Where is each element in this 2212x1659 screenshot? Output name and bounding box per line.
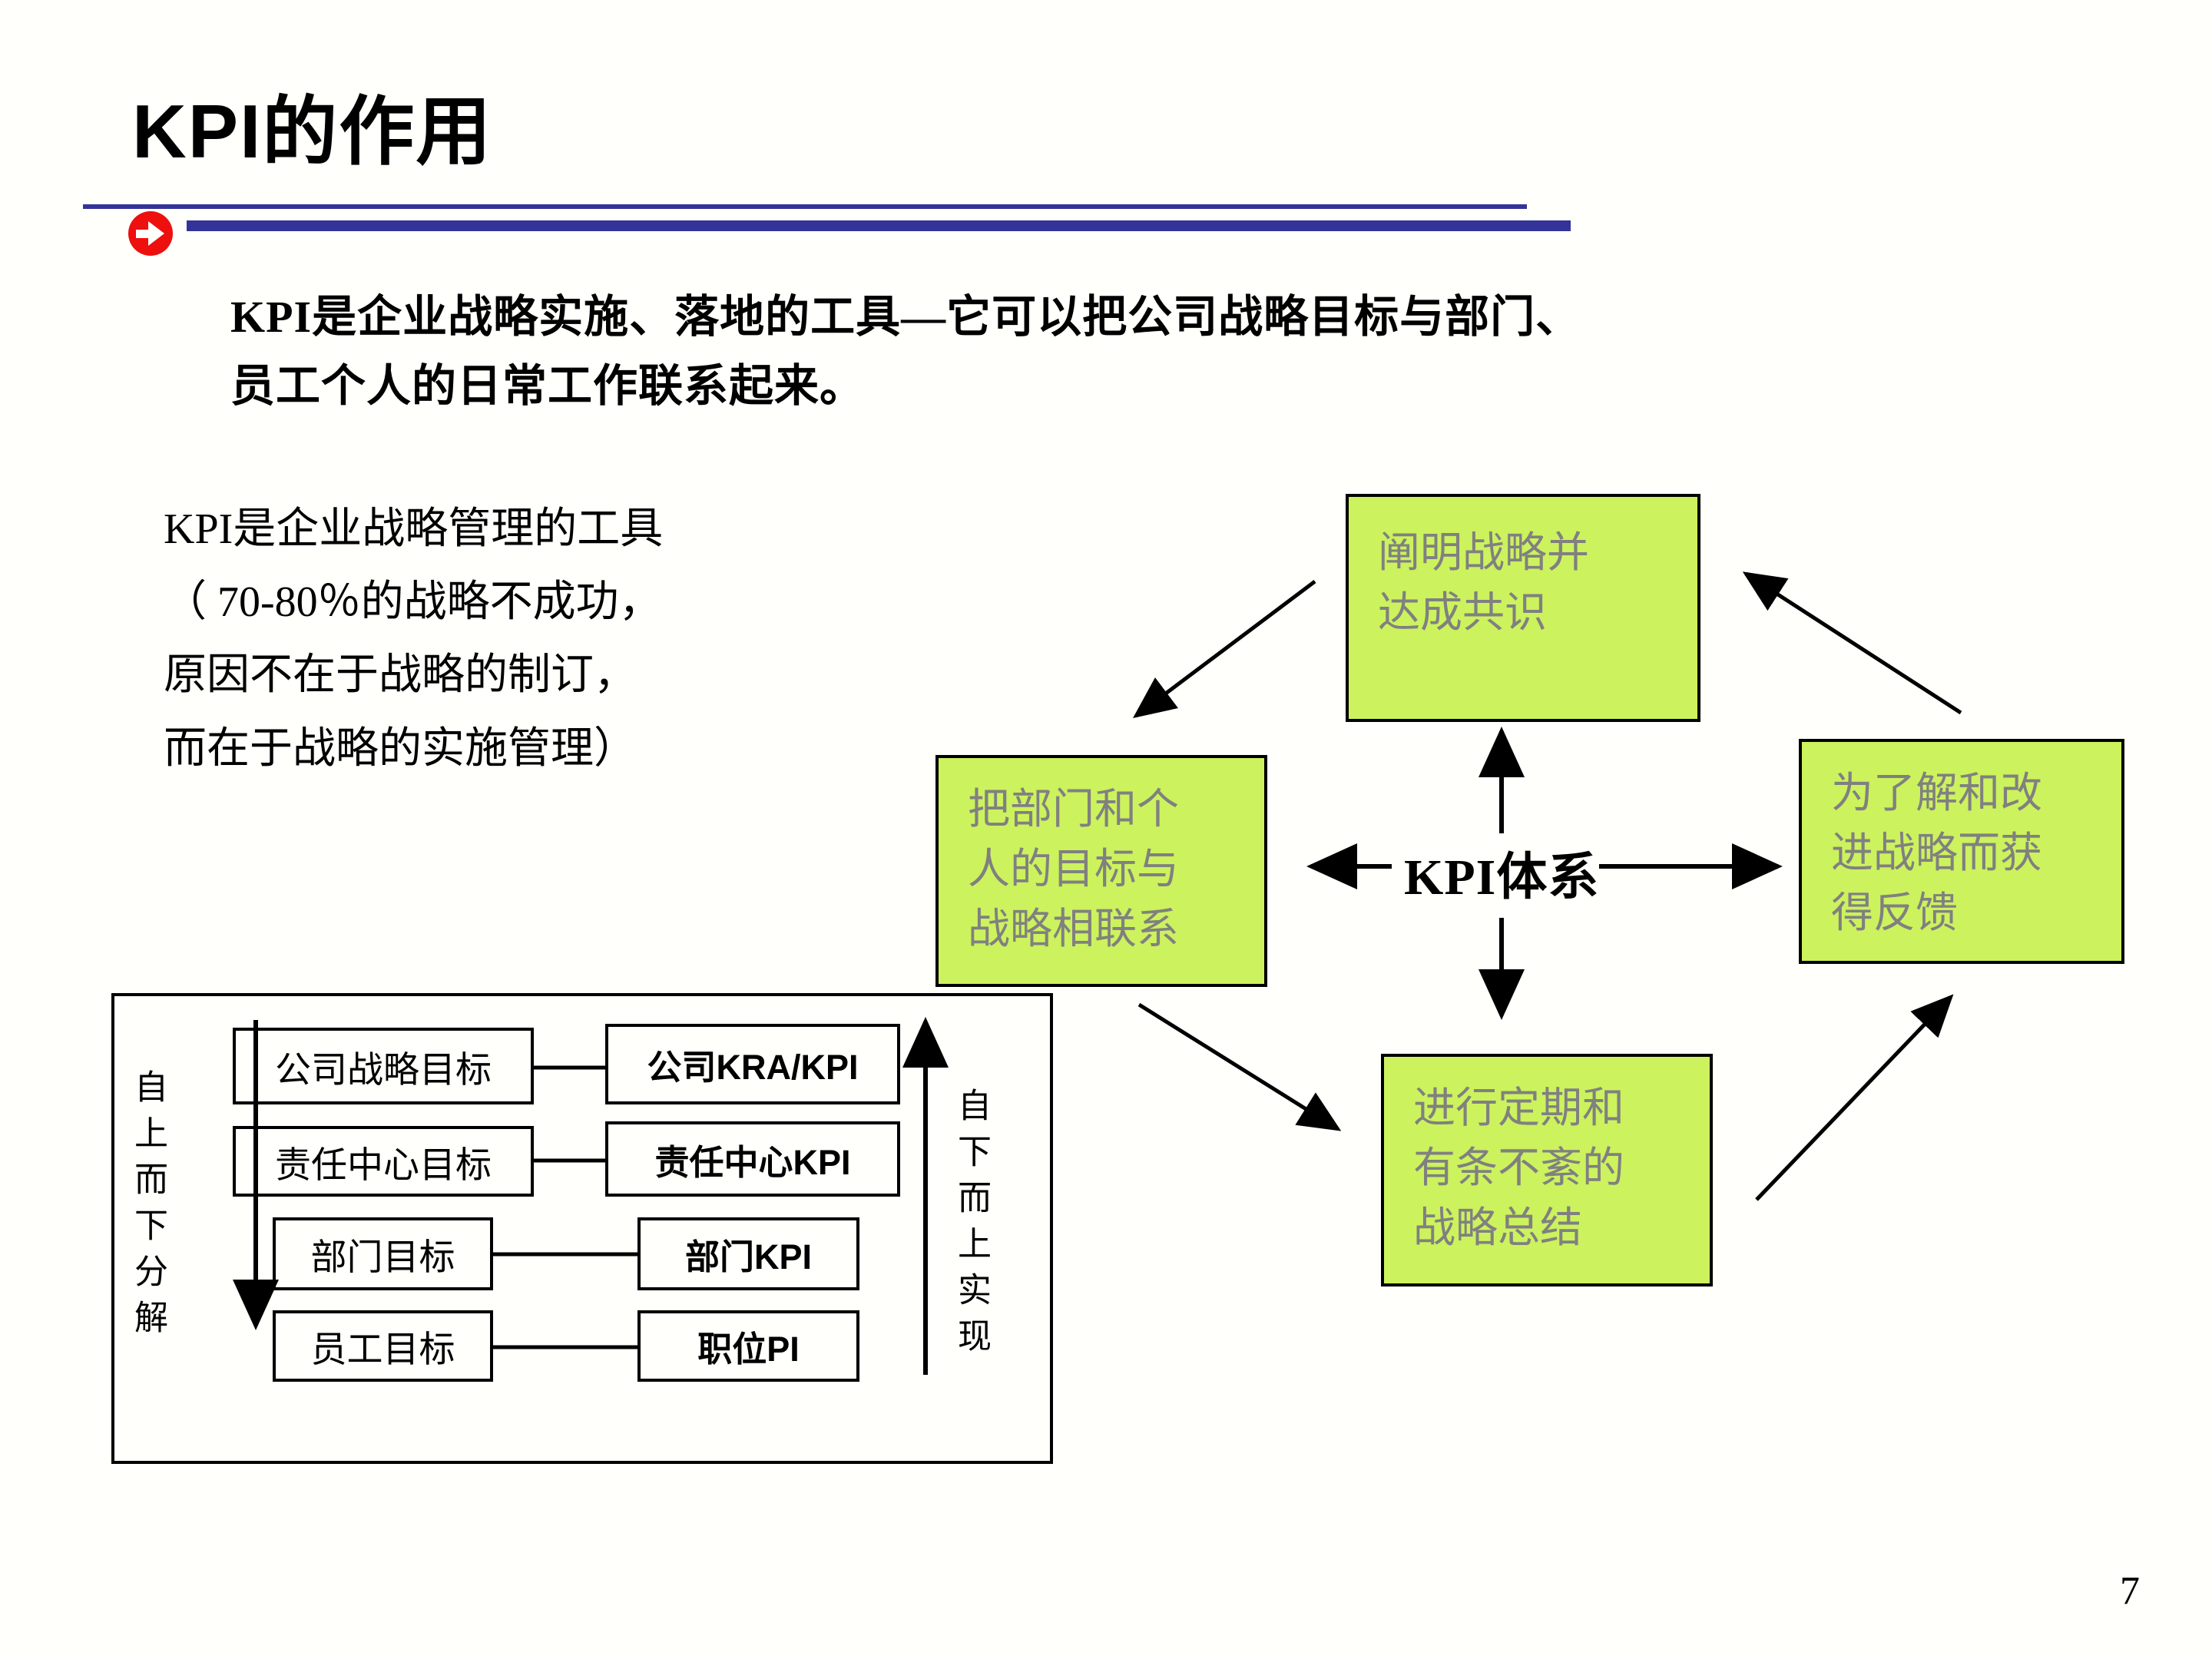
cycle-box-clarify-strategy: 阐明战略并 达成共识 <box>1346 494 1700 722</box>
header-rule-thick <box>187 220 1571 231</box>
arrow-left-to-bottom <box>1137 1002 1342 1131</box>
cycle-box-periodic-review: 进行定期和 有条不紊的 战略总结 <box>1381 1054 1713 1286</box>
cycle-center-label: KPI体系 <box>1404 849 1600 906</box>
header-rule-thin <box>83 204 1527 209</box>
top-down-axis-label: 自上而下分解 <box>129 1069 167 1346</box>
arrow-top-to-left <box>1133 580 1316 719</box>
arrow-head <box>148 221 164 246</box>
kpi-box-company: 公司KRA/KPI <box>605 1024 900 1104</box>
arrow-right-to-top <box>1742 571 1962 715</box>
arrow-bottom-to-right <box>1755 994 1954 1201</box>
cycle-box-feedback: 为了解和改 进战略而获 得反馈 <box>1799 739 2124 964</box>
page-title: KPI的作用 <box>132 89 493 174</box>
page-number: 7 <box>2120 1569 2140 1613</box>
kpi-box-responsibility-center: 责任中心KPI <box>605 1121 900 1197</box>
cycle-box-link-goals: 把部门和个 人的目标与 战略相联系 <box>935 755 1267 987</box>
intro-paragraph: KPI是企业战略实施、落地的工具—它可以把公司战略目标与部门、 员工个人的日常工… <box>230 292 1581 411</box>
arrow-bar <box>136 230 150 238</box>
goal-box-responsibility-center: 责任中心目标 <box>233 1126 534 1197</box>
goal-box-employee: 员工目标 <box>273 1310 493 1382</box>
side-note: KPI是企业战略管理的工具 （ 70-80％的战略不成功， 原因不在于战略的制订… <box>164 505 664 773</box>
bottom-up-axis-label: 自下而上实现 <box>952 1088 990 1364</box>
goal-box-department: 部门目标 <box>273 1217 493 1290</box>
hierarchy-frame <box>111 993 1053 1464</box>
goal-box-company: 公司战略目标 <box>233 1028 534 1104</box>
right-arrow-bullet-icon <box>128 211 173 256</box>
